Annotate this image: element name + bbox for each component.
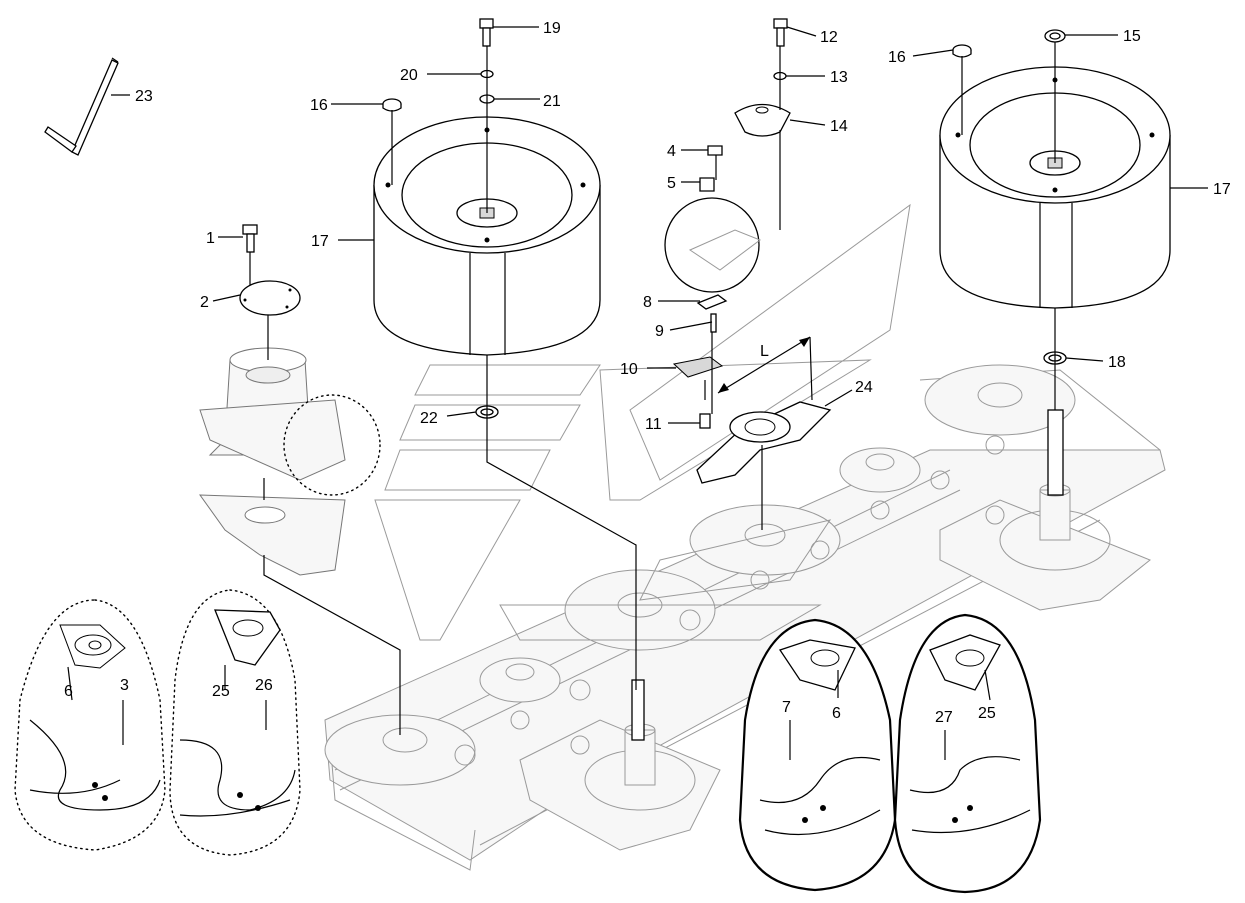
hex-key-part <box>44 57 119 156</box>
washers-small <box>479 69 787 104</box>
bolt-12-part <box>773 18 788 47</box>
callout-11: 11 <box>645 416 662 433</box>
callout-9: 9 <box>655 323 664 340</box>
bolt-11-part <box>699 413 711 429</box>
blade-holder-circle <box>664 197 762 293</box>
right-drum-part <box>939 66 1171 309</box>
right-shaft <box>1047 308 1064 496</box>
callout-13: 13 <box>830 69 848 86</box>
callout-14: 14 <box>830 118 848 135</box>
callout-3: 3 <box>120 677 129 694</box>
callout-6-right: 6 <box>832 705 841 722</box>
mower-cutter-bar <box>324 203 1166 871</box>
callout-12: 12 <box>820 29 838 46</box>
callout-17-right: 17 <box>1213 181 1231 198</box>
nuts-4-5 <box>699 145 723 192</box>
callout-2: 2 <box>200 294 209 311</box>
detail-view-27-25 <box>893 613 1042 894</box>
left-hub-assembly <box>199 347 381 576</box>
plug-16-right <box>952 44 972 58</box>
callout-5: 5 <box>667 175 676 192</box>
callout-16-right: 16 <box>888 49 906 66</box>
dimension-L: L <box>760 343 769 360</box>
callout-25-right: 25 <box>978 705 996 722</box>
callout-23: 23 <box>135 88 153 105</box>
callout-17-left: 17 <box>311 233 329 250</box>
callout-24: 24 <box>855 379 873 396</box>
callout-8: 8 <box>643 294 652 311</box>
detail-view-25-26 <box>169 589 301 856</box>
callout-7: 7 <box>782 699 791 716</box>
bolt-19-part <box>479 18 494 47</box>
callout-10: 10 <box>620 361 638 378</box>
detail-view-7-6 <box>738 618 897 892</box>
callout-6-left: 6 <box>64 683 73 700</box>
callout-27: 27 <box>935 709 953 726</box>
blade-10-part <box>672 356 724 378</box>
center-shaft <box>631 679 645 741</box>
callout-labels: 1 2 17 16 19 20 21 22 23 12 13 14 15 16 … <box>64 20 1231 726</box>
washer-15-part <box>1044 29 1066 43</box>
callout-19: 19 <box>543 20 561 37</box>
callout-1: 1 <box>206 230 215 247</box>
callout-20: 20 <box>400 67 418 84</box>
plug-16-left <box>382 98 402 112</box>
cap-14-part <box>734 103 791 137</box>
disc-hubs <box>324 364 1076 786</box>
callout-26: 26 <box>255 677 273 694</box>
assembly-lines <box>249 42 1056 735</box>
callout-21: 21 <box>543 93 561 110</box>
bolt-part <box>242 224 258 253</box>
callout-4: 4 <box>667 143 676 160</box>
callout-leaders <box>111 26 1208 424</box>
carrier-24-part <box>696 401 832 484</box>
cover-disc-part <box>239 280 301 316</box>
plate-8-part <box>696 294 728 333</box>
callout-22: 22 <box>420 410 438 427</box>
callout-15: 15 <box>1123 28 1141 45</box>
detail-view-6-3 <box>14 599 166 851</box>
callout-18: 18 <box>1108 354 1126 371</box>
callout-16-left: 16 <box>310 97 328 114</box>
callout-25-left: 25 <box>212 683 230 700</box>
